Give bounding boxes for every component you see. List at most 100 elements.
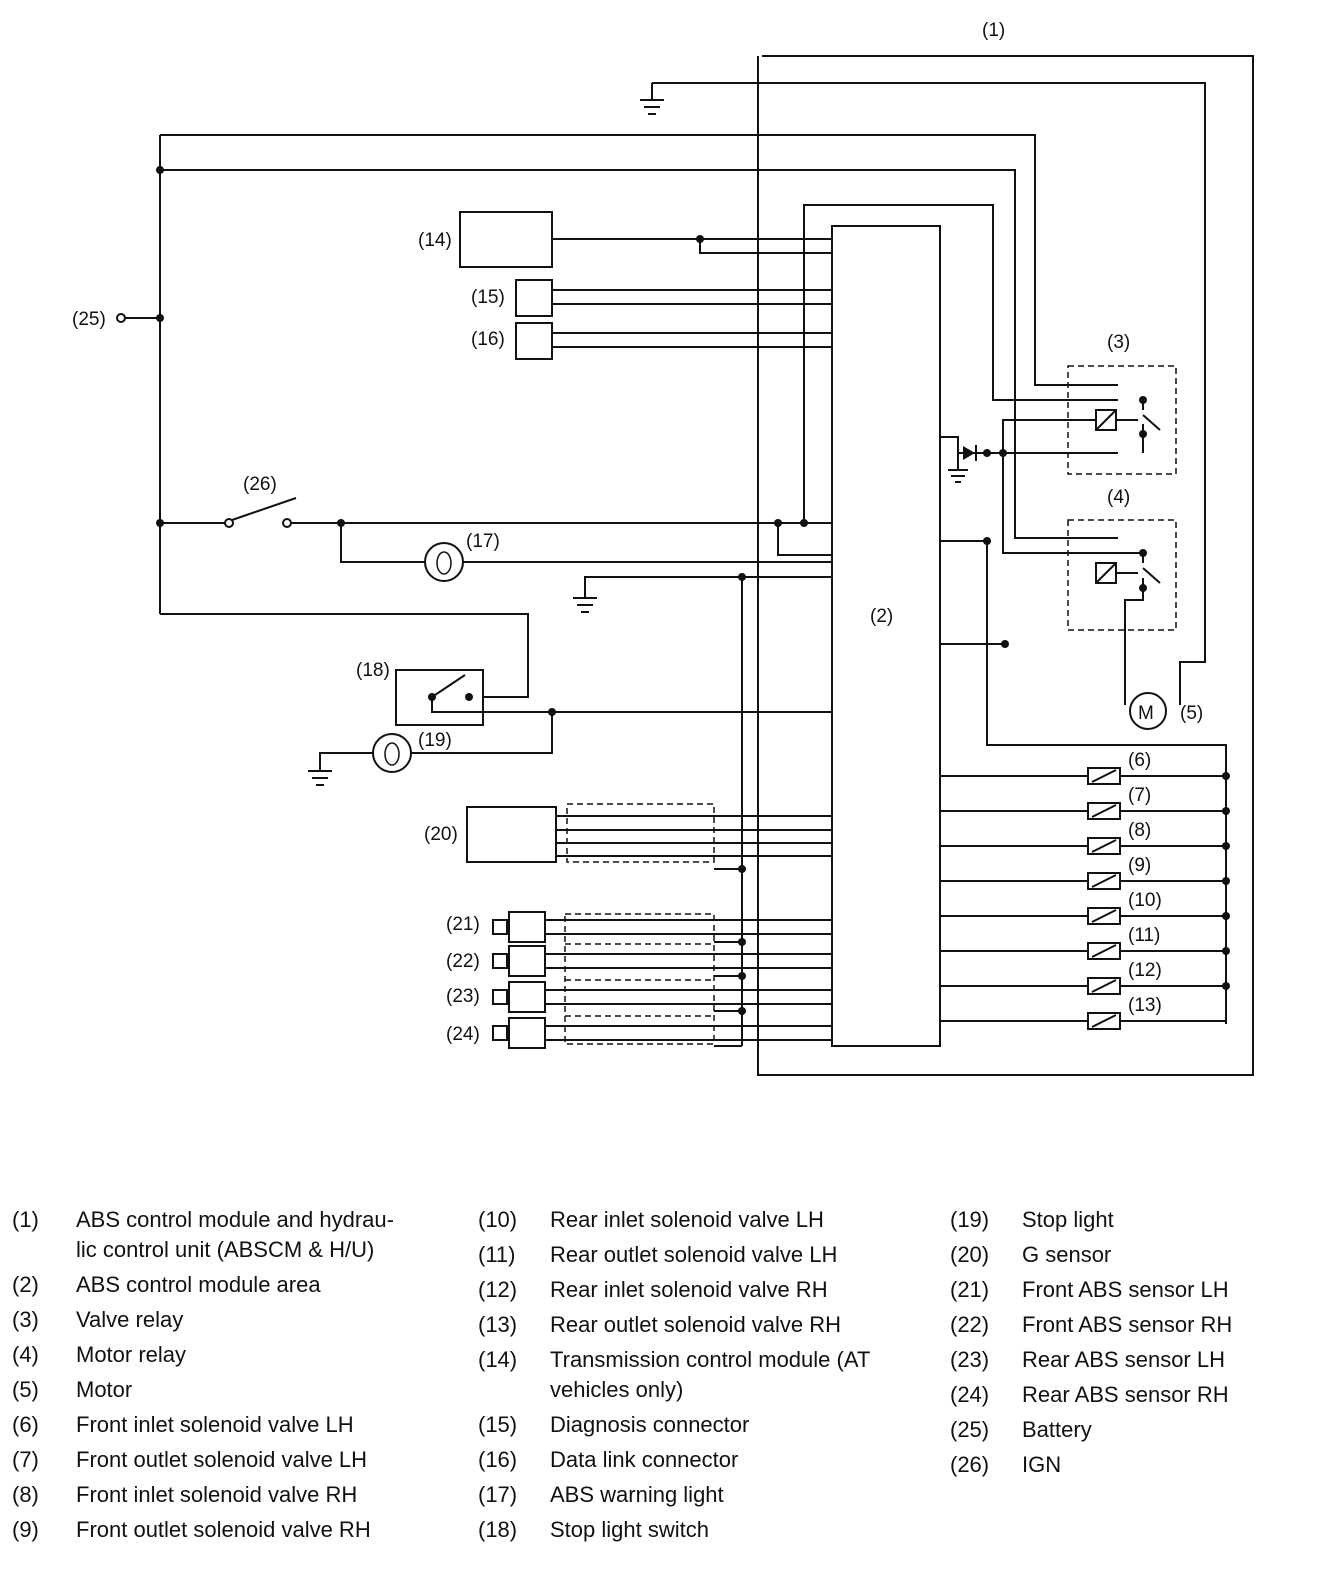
ground-symbol-module [573,597,597,613]
g-sensor-box [466,806,557,863]
label-17: (17) [466,531,500,552]
label-13: (13) [1128,995,1162,1016]
wire-stop-light [319,712,553,771]
junction [156,166,164,174]
wire-ground-module [584,576,832,598]
ign-contact-left [224,518,234,528]
label-25: (25) [72,309,106,330]
legend-item: (1)ABS control module and hydrau-lic con… [12,1207,394,1262]
label-22: (22) [446,951,480,972]
wire-motor-relay [940,453,1227,1024]
legend-item: (8)Front inlet solenoid valve RH [12,1482,358,1507]
junction [696,235,704,243]
rear-abs-sensor-rh [492,1017,832,1049]
label-9: (9) [1128,855,1151,876]
label-8: (8) [1128,820,1151,841]
junction [983,449,991,457]
legend-item: (15)Diagnosis connector [478,1412,750,1437]
label-19: (19) [418,730,452,751]
label-3: (3) [1107,332,1130,353]
stop-switch-blade [431,674,466,698]
ground-symbol-top [640,83,664,115]
solenoid-valve-12 [940,977,1230,995]
junction [738,573,746,581]
abs-warning-light-icon [424,542,464,582]
legend-column-2: (10)Rear inlet solenoid valve LH (11)Rea… [478,1205,928,1550]
wire-valve-relay [1002,419,1144,453]
legend-item: (12)Rear inlet solenoid valve RH [478,1277,828,1302]
label-20: (20) [424,824,458,845]
wire-battery-top [160,134,1118,386]
g-sensor-shield [566,803,715,863]
wheel-sensor-shield [564,913,715,1045]
legend-item: (16)Data link connector [478,1447,739,1472]
label-2: (2) [870,606,893,627]
legend: (1)ABS control module and hydrau-lic con… [0,1205,1344,1585]
wire-ground-top [652,82,1206,705]
motor-letter: M [1138,703,1154,724]
label-7: (7) [1128,785,1151,806]
motor-icon [1129,692,1167,730]
valve-relay-icon [1095,396,1161,438]
stop-switch-contact [465,693,473,701]
abs-wiring-diagram: (1) (2) (25) (26) (17) (14) [72,20,1254,1076]
legend-item: (22)Front ABS sensor RH [950,1312,1233,1337]
wire-ign-to-relay [803,204,1118,523]
ground-symbol-diode [948,469,968,483]
label-26: (26) [243,474,277,495]
solenoid-valve-8 [940,837,1230,855]
legend-item: (3)Valve relay [12,1307,184,1332]
junction [738,1007,746,1015]
legend-item: (4)Motor relay [12,1342,187,1367]
label-11: (11) [1128,925,1160,946]
legend-item: (25)Battery [950,1417,1092,1442]
wire-diode [940,436,959,470]
junction [156,314,164,322]
label-21: (21) [446,914,480,935]
abscm-hu-outline [757,55,1254,1076]
label-15: (15) [471,287,505,308]
solenoid-valve-7 [940,802,1230,820]
transmission-control-module-box [459,211,553,268]
junction [738,865,746,873]
legend-item: (20)G sensor [950,1242,1112,1267]
junction [738,972,746,980]
legend-item: (9)Front outlet solenoid valve RH [12,1517,371,1542]
valve-relay-outline [1067,365,1177,475]
solenoid-valve-11 [940,942,1230,960]
legend-item: (11)Rear outlet solenoid valve LH [478,1242,838,1267]
label-14: (14) [418,230,452,251]
wheel-sensor-shield-dividers [565,943,714,1017]
diagnosis-connector-box [515,279,553,317]
legend-item: (10)Rear inlet solenoid valve LH [478,1207,824,1232]
rear-abs-sensor-lh [492,981,832,1013]
legend-column-1: (1)ABS control module and hydrau-lic con… [12,1205,442,1550]
wire-warning-light [340,523,832,563]
legend-column-3: (19)Stop light (20)G sensor (21)Front AB… [950,1205,1330,1485]
solenoid-valve-13 [940,1012,1226,1030]
legend-item: (6)Front inlet solenoid valve LH [12,1412,354,1437]
ign-switch-blade [231,497,297,521]
legend-item: (17)ABS warning light [478,1482,724,1507]
wire-g-sensor [556,815,832,857]
legend-item: (5)Motor [12,1377,133,1402]
wire-dlc [552,332,832,348]
label-6: (6) [1128,750,1151,771]
wire-stop-switch-out [431,697,832,713]
label-10: (10) [1128,890,1162,911]
wire-stop-switch-supply [160,613,529,698]
data-link-connector-box [515,322,553,360]
legend-item: (26)IGN [950,1452,1062,1477]
motor-relay-icon [1095,549,1161,592]
legend-item: (13)Rear outlet solenoid valve RH [478,1312,842,1337]
wire-battery-second [160,169,1118,539]
wire-motor [940,588,1144,705]
solenoid-valve-6 [940,767,1230,785]
label-24: (24) [446,1024,480,1045]
legend-item: (23)Rear ABS sensor LH [950,1347,1225,1372]
solenoid-valve-10 [940,907,1230,925]
wire-diag [552,289,832,305]
abs-control-module-box [831,225,941,1047]
ground-symbol-stop-light [308,770,332,786]
